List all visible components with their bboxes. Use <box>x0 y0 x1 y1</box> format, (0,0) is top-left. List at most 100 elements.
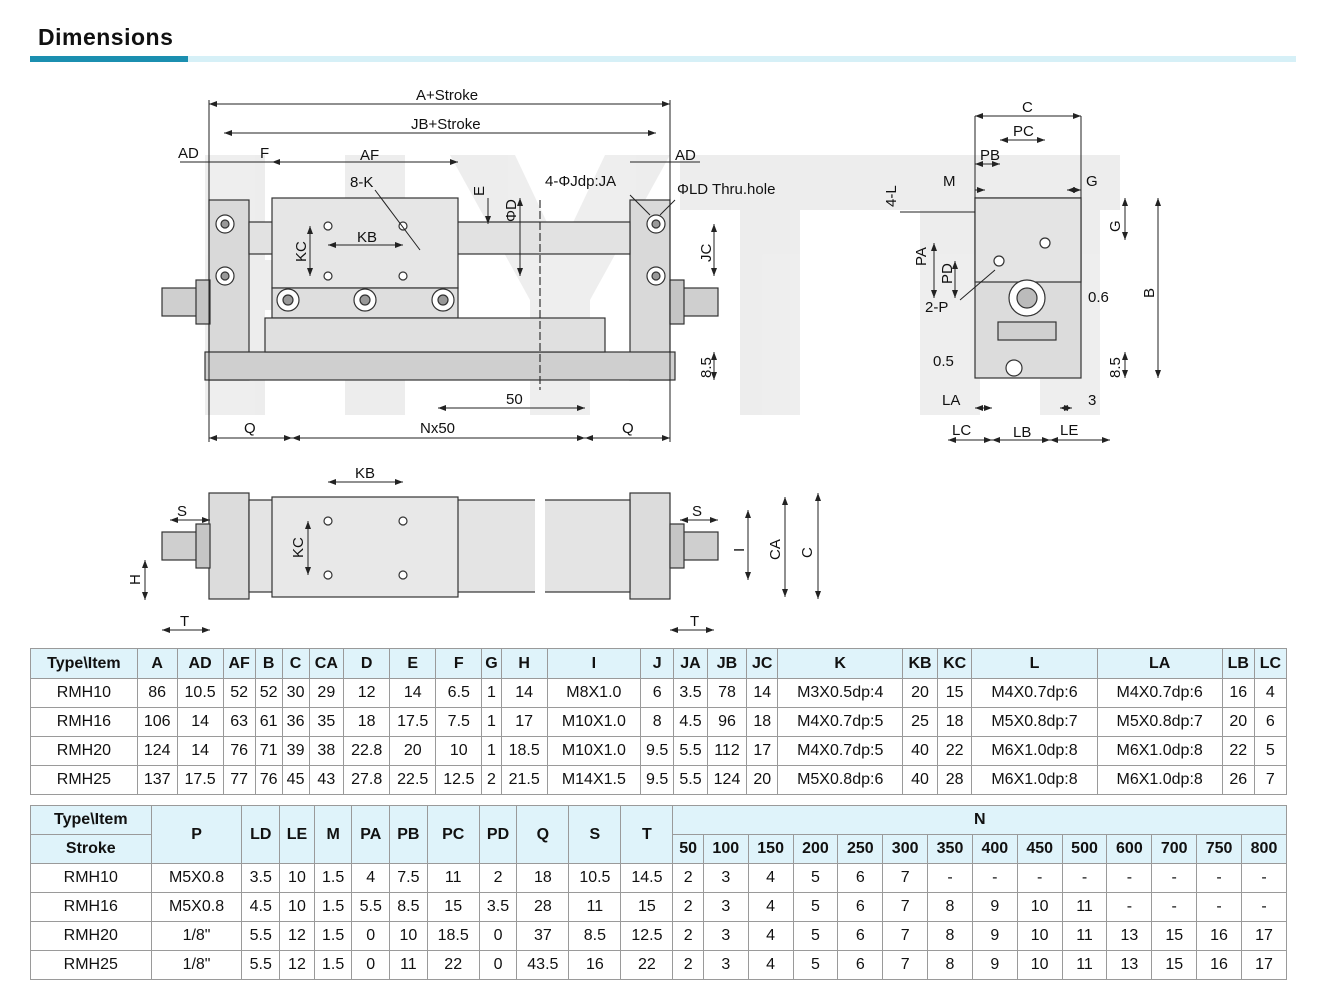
table2-stroke-cell: 200 <box>792 834 839 864</box>
table1-cell: 1 <box>481 678 502 708</box>
table2-cell: - <box>1106 892 1153 922</box>
table2-stroke-cell: 750 <box>1196 834 1242 864</box>
table1-cell: 7.5 <box>435 707 483 737</box>
table2-stroke-cell: 150 <box>747 834 794 864</box>
label-q-right: Q <box>622 420 634 437</box>
label-jc: JC <box>698 244 715 263</box>
table1-cell: 18 <box>746 707 779 737</box>
label-m: M <box>943 173 956 190</box>
table2-header-cell: PC <box>426 805 480 864</box>
table2-cell: 43.5 <box>516 950 570 980</box>
table2-cell: 15 <box>426 892 480 922</box>
table2-cell: 1/8" <box>150 950 243 980</box>
table2-header-cell: LE <box>279 805 315 864</box>
table1-cell: 35 <box>308 707 345 737</box>
label-kb: KB <box>357 229 377 246</box>
table1-cell: 14 <box>176 736 224 766</box>
table2-cell: 2 <box>478 863 518 893</box>
table1-cell: 10.5 <box>176 678 224 708</box>
label-s-right: S <box>692 503 702 520</box>
table2-cell: 17 <box>1240 950 1288 980</box>
table2-stroke-cell: 700 <box>1151 834 1198 864</box>
table1-cell: 20 <box>746 765 779 795</box>
label-k: 8-K <box>350 174 373 191</box>
label-pb: PB <box>980 147 1000 164</box>
label-0-6: 0.6 <box>1088 289 1109 306</box>
front-view-labels: A+Stroke JB+Stroke AD F AF 8-K AD 4-ΦJdp… <box>178 87 775 437</box>
label-lc: LC <box>952 422 971 439</box>
table1-cell: 43 <box>308 765 345 795</box>
table2-cell: 11 <box>568 892 622 922</box>
front-view-dimensions <box>180 100 717 442</box>
table1-cell: 17.5 <box>389 707 437 737</box>
table1-cell: 29 <box>308 678 345 708</box>
label-kc-top: KC <box>290 537 307 558</box>
table1-cell: 52 <box>254 678 283 708</box>
table2-cell: 5 <box>792 921 839 951</box>
table1-cell: 25 <box>902 707 938 737</box>
table2-cell: 3.5 <box>478 892 518 922</box>
table1-cell: 18 <box>343 707 391 737</box>
table1-cell: 15 <box>936 678 973 708</box>
side-view-labels: C PC PB M G 2-P 0.6 0.5 LA 3 LC LB LE 4-… <box>883 99 1158 441</box>
table1-cell: 22 <box>1221 736 1255 766</box>
title-underline-accent <box>30 56 188 62</box>
label-pa: PA <box>913 247 930 266</box>
table1-cell: M6X1.0dp:8 <box>971 736 1098 766</box>
side-view-dimensions <box>900 113 1161 443</box>
table1-cell: 137 <box>136 765 178 795</box>
table2-cell: 4 <box>747 950 794 980</box>
label-c-top: C <box>799 547 816 558</box>
table1-header-cell: JA <box>673 648 708 679</box>
table1-header-cell: H <box>500 648 548 679</box>
table1-header-cell: D <box>343 648 391 679</box>
table2-cell: - <box>1151 892 1198 922</box>
table1-cell: 17 <box>500 707 548 737</box>
top-view <box>161 490 719 602</box>
table1-cell: 38 <box>308 736 345 766</box>
table1-header-cell: C <box>281 648 310 679</box>
table1-cell: 96 <box>706 707 748 737</box>
table2-cell: 2 <box>672 892 704 922</box>
label-3: 3 <box>1088 392 1096 409</box>
table2-cell: 12 <box>279 921 315 951</box>
table2-cell: 2 <box>672 863 704 893</box>
table2-cell: 8.5 <box>389 892 428 922</box>
top-view-dimensions <box>142 479 821 633</box>
label-n50: Nx50 <box>420 420 455 437</box>
table2-cell: 0 <box>478 921 518 951</box>
table1-cell: 2 <box>481 765 502 795</box>
front-view <box>161 197 719 390</box>
table1-header-cell: AF <box>222 648 256 679</box>
table2-cell: 9 <box>971 950 1018 980</box>
table1-cell: M3X0.5dp:4 <box>777 678 904 708</box>
table2-stroke-header: Stroke <box>30 834 152 864</box>
table1-cell: 22.8 <box>343 736 391 766</box>
table1-cell: 8 <box>639 707 675 737</box>
table2-stroke-cell: 600 <box>1106 834 1153 864</box>
table1-cell: M5X0.8dp:7 <box>971 707 1098 737</box>
table1-header-cell: LC <box>1253 648 1288 679</box>
table1-cell: 40 <box>902 736 938 766</box>
table2-cell: 17 <box>1240 921 1288 951</box>
table1-cell: 45 <box>281 765 310 795</box>
table1-cell: RMH16 <box>30 707 138 737</box>
label-s-left: S <box>177 503 187 520</box>
table1-header-cell: Type\Item <box>30 648 138 679</box>
table2-cell: 5.5 <box>241 921 281 951</box>
table1-cell: 112 <box>706 736 748 766</box>
table2-stroke-cell: 400 <box>971 834 1018 864</box>
table1-cell: 22.5 <box>389 765 437 795</box>
table2-cell: 1.5 <box>313 892 353 922</box>
table2-cell: 3 <box>702 921 749 951</box>
table1-cell: 14 <box>176 707 224 737</box>
table2-cell: 1.5 <box>313 921 353 951</box>
table2-cell: 11 <box>389 950 428 980</box>
label-t-left: T <box>180 613 189 630</box>
table2-cell: 16 <box>1196 950 1242 980</box>
table2-cell: 28 <box>516 892 570 922</box>
table2-cell: 37 <box>516 921 570 951</box>
